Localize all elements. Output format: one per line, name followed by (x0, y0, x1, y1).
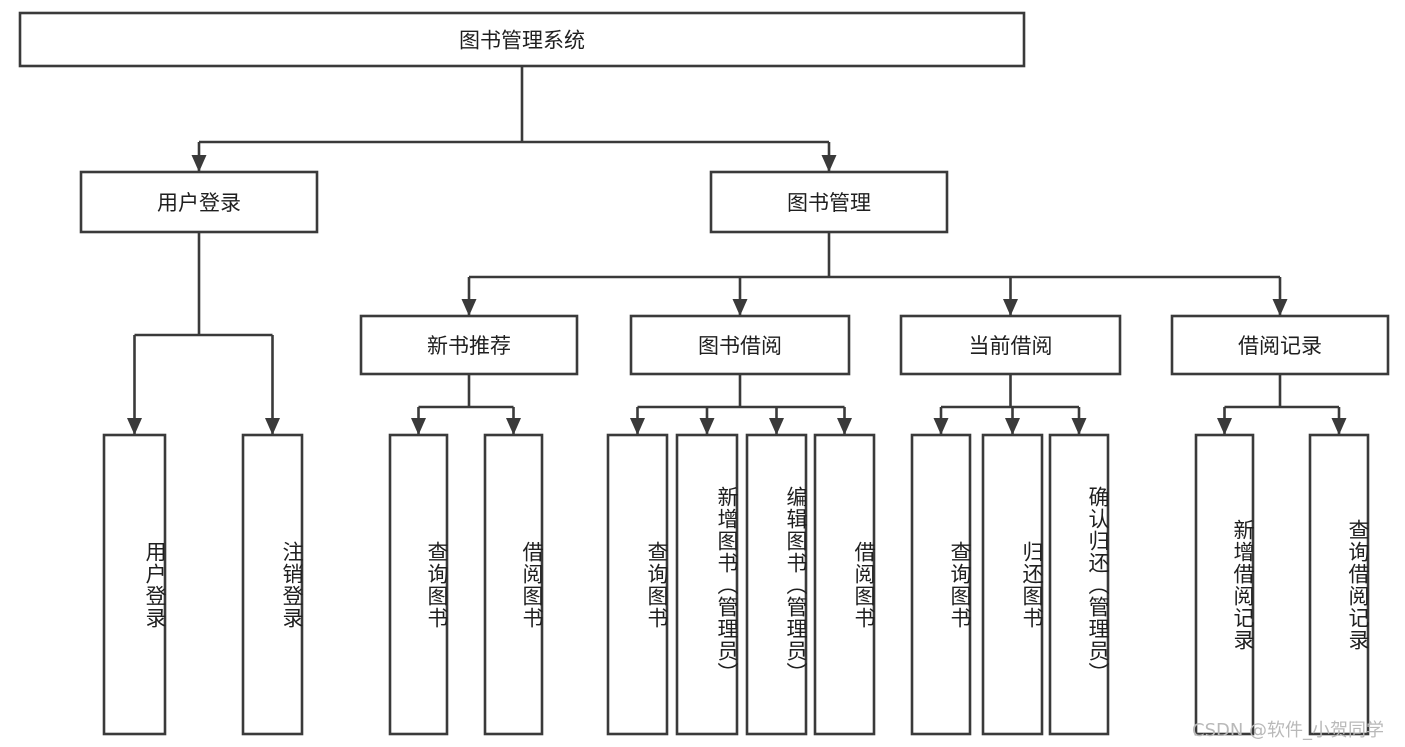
arrow-head-icon (127, 418, 142, 435)
arrow-head-icon (1071, 418, 1087, 435)
node-label-book-borrow: 图书借阅 (698, 334, 782, 358)
connectors-layer (127, 66, 1347, 435)
node-box-root[interactable] (18, 11, 1026, 68)
node-box-leaf-query-book-2[interactable] (606, 433, 669, 736)
csdn-watermark: CSDN @软件_小贺同学 (1192, 720, 1385, 741)
node-box-leaf-user-logout[interactable] (241, 433, 304, 736)
arrow-head-icon (1272, 299, 1288, 316)
node-label-user-login: 用户登录 (157, 191, 241, 215)
arrow-head-icon (837, 418, 852, 435)
arrow-head-icon (821, 155, 837, 172)
node-label-root: 图书管理系统 (459, 29, 585, 53)
node-box-leaf-query-book-1[interactable] (388, 433, 449, 736)
arrow-head-icon (630, 418, 645, 435)
arrow-head-icon (506, 418, 521, 435)
node-box-book-borrow[interactable] (629, 314, 851, 376)
node-box-leaf-borrow-book-1[interactable] (483, 433, 544, 736)
node-box-borrow-record[interactable] (1170, 314, 1390, 376)
boxes-layer (18, 11, 1390, 736)
node-box-leaf-query-record[interactable] (1308, 433, 1370, 736)
node-box-leaf-query-book-3[interactable] (910, 433, 972, 736)
node-box-leaf-add-record[interactable] (1194, 433, 1255, 736)
node-box-leaf-add-book[interactable] (675, 433, 739, 736)
node-label-new-book-recommend: 新书推荐 (427, 334, 511, 358)
node-box-new-book-recommend[interactable] (359, 314, 579, 376)
arrow-head-icon (265, 418, 280, 435)
node-box-leaf-return-book[interactable] (981, 433, 1044, 736)
arrow-head-icon (1005, 418, 1020, 435)
arrow-head-icon (732, 299, 748, 316)
node-box-leaf-borrow-book-2[interactable] (813, 433, 876, 736)
node-label-borrow-record: 借阅记录 (1238, 334, 1322, 358)
arrow-head-icon (1331, 418, 1347, 435)
node-box-leaf-confirm-return[interactable] (1048, 433, 1110, 736)
node-box-leaf-edit-book[interactable] (745, 433, 808, 736)
arrow-head-icon (699, 418, 715, 435)
arrow-head-icon (1003, 299, 1018, 316)
arrow-head-icon (933, 418, 949, 435)
node-label-current-borrow: 当前借阅 (969, 334, 1053, 358)
arrow-head-icon (769, 418, 784, 435)
arrow-head-icon (411, 418, 426, 435)
arrow-head-icon (191, 155, 207, 172)
node-box-user-login[interactable] (79, 170, 319, 234)
node-box-leaf-user-login[interactable] (102, 433, 167, 736)
arrow-head-icon (461, 299, 477, 316)
node-box-book-management[interactable] (709, 170, 949, 234)
arrow-head-icon (1217, 418, 1232, 435)
node-label-book-management: 图书管理 (787, 191, 871, 215)
node-box-current-borrow[interactable] (899, 314, 1122, 376)
